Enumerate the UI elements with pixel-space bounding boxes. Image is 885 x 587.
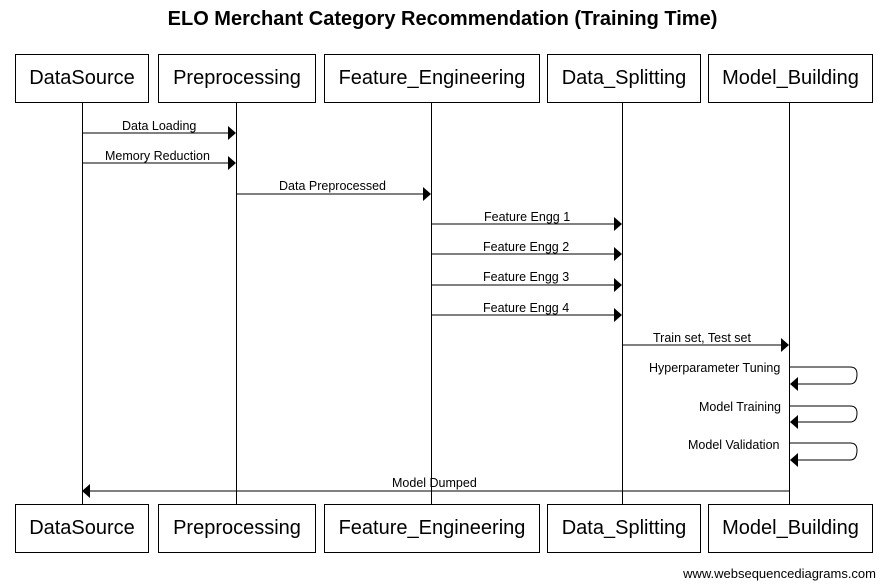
actor-top-datasource: DataSource bbox=[15, 54, 149, 103]
actor-bottom-data-splitting: Data_Splitting bbox=[547, 504, 701, 553]
message-label: Hyperparameter Tuning bbox=[649, 361, 781, 375]
message-label: Train set, Test set bbox=[653, 331, 751, 345]
arrow-model-validation bbox=[789, 442, 858, 461]
actor-top-model-building: Model_Building bbox=[708, 54, 873, 103]
lifeline-feature-engineering bbox=[431, 103, 432, 504]
arrowhead-feature-engg-2 bbox=[614, 247, 622, 261]
message-label: Feature Engg 3 bbox=[483, 270, 570, 284]
arrowhead-data-preprocessed bbox=[423, 187, 431, 201]
actor-top-feature-engineering: Feature_Engineering bbox=[324, 54, 540, 103]
lifeline-datasource bbox=[82, 103, 83, 504]
arrowhead-model-training bbox=[790, 415, 798, 429]
message-label: Model Dumped bbox=[392, 476, 477, 490]
arrowhead-model-dumped bbox=[82, 484, 90, 498]
message-label: Data Loading bbox=[122, 119, 197, 133]
message-label: Feature Engg 2 bbox=[483, 240, 570, 254]
message-label: Data Preprocessed bbox=[279, 179, 387, 193]
actor-bottom-model-building: Model_Building bbox=[708, 504, 873, 553]
message-label: Model Training bbox=[699, 400, 781, 414]
footer-watermark: www.websequencediagrams.com bbox=[683, 566, 876, 581]
arrow-model-training bbox=[789, 405, 858, 423]
lifeline-preprocessing bbox=[236, 103, 237, 504]
message-label: Model Validation bbox=[688, 438, 780, 452]
actor-top-data-splitting: Data_Splitting bbox=[547, 54, 701, 103]
arrowhead-feature-engg-3 bbox=[614, 278, 622, 292]
arrowhead-feature-engg-1 bbox=[614, 217, 622, 231]
actor-bottom-preprocessing: Preprocessing bbox=[158, 504, 316, 553]
actor-top-preprocessing: Preprocessing bbox=[158, 54, 316, 103]
arrowhead-feature-engg-4 bbox=[614, 308, 622, 322]
arrowhead-data-loading bbox=[228, 126, 236, 140]
arrowhead-model-validation bbox=[790, 453, 798, 467]
actor-bottom-datasource: DataSource bbox=[15, 504, 149, 553]
actor-bottom-feature-engineering: Feature_Engineering bbox=[324, 504, 540, 553]
arrowhead-hyperparameter-tuning bbox=[790, 377, 798, 391]
message-label: Feature Engg 4 bbox=[483, 301, 570, 315]
message-label: Feature Engg 1 bbox=[484, 210, 571, 224]
message-label: Memory Reduction bbox=[105, 149, 210, 163]
arrowhead-train-test-set bbox=[781, 338, 789, 352]
lifeline-model-building bbox=[789, 103, 790, 504]
diagram-title: ELO Merchant Category Recommendation (Tr… bbox=[167, 8, 718, 30]
arrow-hyperparameter-tuning bbox=[789, 366, 858, 385]
arrowhead-memory-reduction bbox=[228, 156, 236, 170]
lifeline-data-splitting bbox=[622, 103, 623, 504]
